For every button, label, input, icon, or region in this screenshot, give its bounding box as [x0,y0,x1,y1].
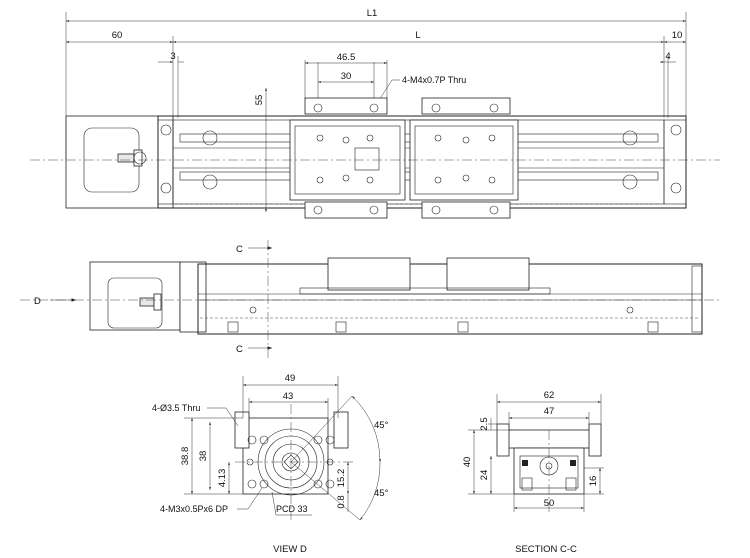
dim-hole-pitch-inner-label: 30 [341,71,352,82]
dim-hole-pitch-outer-label: 46.5 [337,52,356,63]
side-carriage-right [446,257,530,291]
view-d-angle-bottom-label: 45° [374,488,389,499]
section-marker-top-label: C [236,244,243,255]
view-d-callout-tapped: 4-M3x0.5Px6 DP [160,487,263,514]
view-d-callout-thru-text: 4-Ø3.5 Thru [152,403,200,413]
side-view: C C D [20,240,720,360]
section-marker-bottom-label: C [236,344,243,355]
carriage-plate-top-left [304,97,388,115]
section-cc-top-offset-label: 2.5 [479,417,490,430]
dim-right-offset-label: 4 [665,51,670,62]
view-d-width-inner-label: 43 [283,391,294,402]
dim-left-offset-label: 3 [170,51,175,62]
section-cc-bottom-width-label: 50 [544,498,555,509]
dim-motor-end-label: 60 [112,30,123,41]
view-d-callout-pcd-text: PCD 33 [276,504,308,514]
view-d-width-outer-label: 49 [285,373,296,384]
dim-overall-label: L1 [367,8,378,19]
view-d-bottom-offset-label: 0.8 [336,495,347,508]
section-cc-right-label: 16 [588,476,599,487]
dim-height: 55 [254,88,267,212]
section-marker-top: C [236,244,272,255]
dim-overall: L1 [66,8,686,22]
view-d-angle-top-label: 45° [374,420,389,431]
view-d-left-offset-label: 4.13 [217,469,228,488]
mount-holes [160,103,682,215]
view-d-callout-tapped-text: 4-M3x0.5Px6 DP [160,504,228,514]
dim-stroke-label: L [415,30,420,41]
section-cc-height-label: 40 [462,457,473,468]
side-motor-housing [89,261,181,331]
view-d: 49 43 38.8 38 4.13 15.2 0.8 45° 45° 4-Ø3… [152,373,389,555]
dim-right-end-label: 10 [672,30,683,41]
view-marker: D [34,296,76,307]
section-cc-width-outer-label: 62 [544,390,555,401]
callout-m4-text: 4-M4x0.7P Thru [402,75,466,85]
side-carriage-left [327,257,411,291]
section-cc: 62 47 40 2.5 24 16 50 SECTION C-C [462,390,604,555]
carriage-plate-top-right [421,97,511,115]
section-cc-width-inner-label: 47 [544,406,555,417]
view-d-callout-thru: 4-Ø3.5 Thru [152,403,239,427]
view-d-height-inner-label: 38 [198,451,209,462]
section-marker-bottom: C [236,344,272,355]
dim-height-label: 55 [254,95,265,106]
top-view: L1 60 L 10 3 4 46.5 [30,8,720,219]
view-d-caption: VIEW D [273,544,307,555]
view-d-right-offset-label: 15.2 [336,469,347,488]
section-cc-caption: SECTION C-C [515,544,577,555]
dim-row-2: 60 L 10 [66,30,686,43]
view-marker-label: D [34,296,41,307]
view-d-callout-pcd: PCD 33 [271,491,312,516]
dim-offsets: 3 4 [158,51,676,118]
view-d-height-outer-label: 38.8 [180,447,191,466]
section-cc-mid-label: 24 [479,470,490,481]
